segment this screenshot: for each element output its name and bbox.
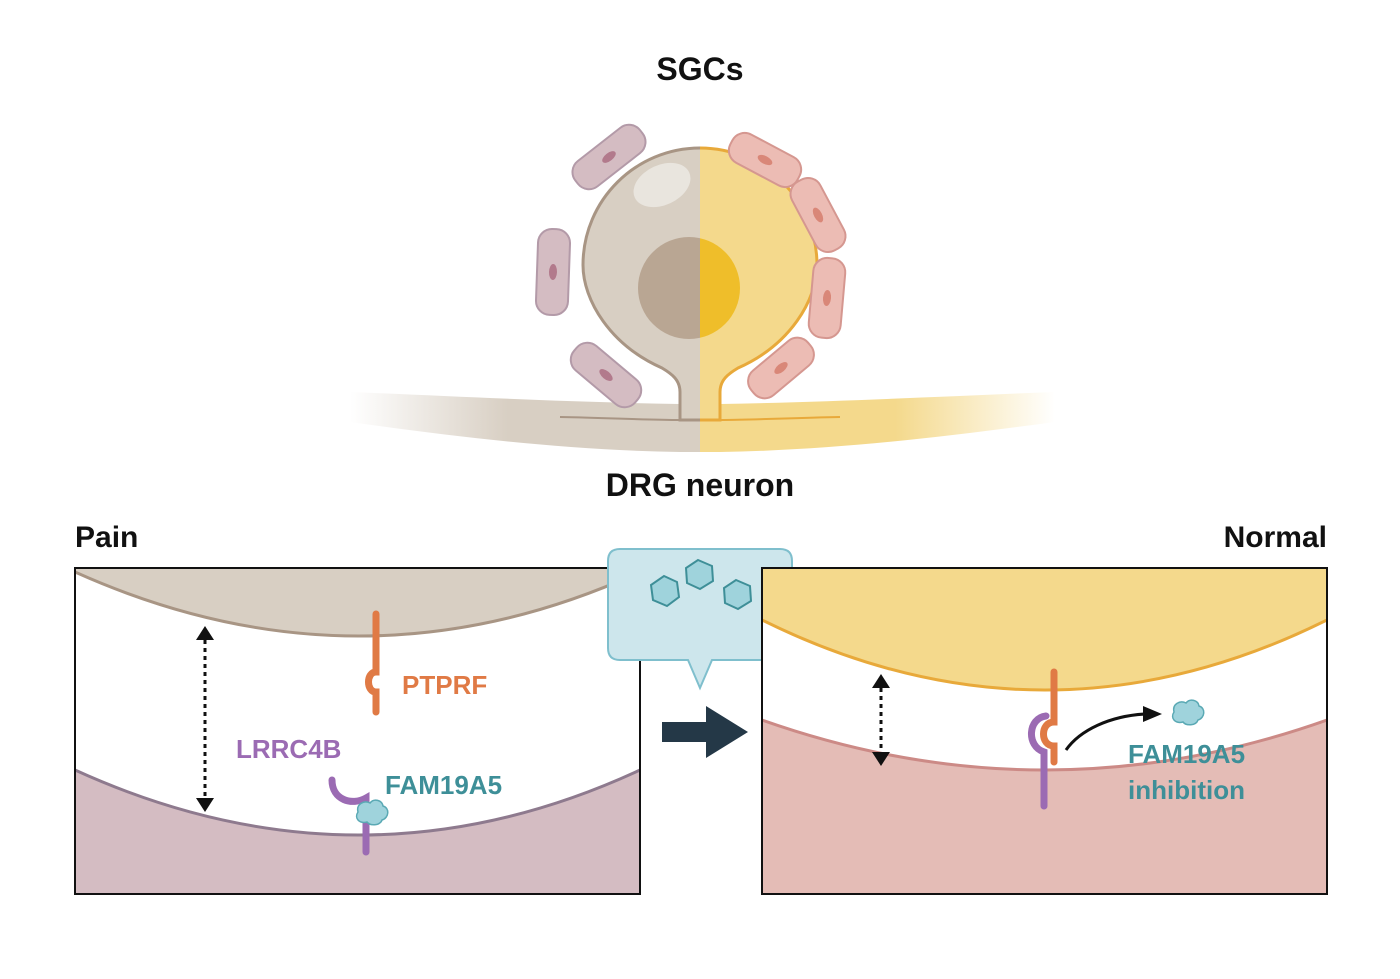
pain-sgc-membrane — [75, 770, 640, 894]
sgcs-label: SGCs — [656, 51, 743, 87]
pain-gap-arrow — [196, 626, 214, 812]
pain-panel — [75, 568, 640, 894]
release-arrowhead — [1143, 706, 1162, 722]
soma-highlight — [633, 162, 691, 208]
normal-ptprf-receptor — [1040, 668, 1058, 766]
sgc-normal-2 — [789, 176, 847, 254]
pain-panel-border — [74, 567, 641, 895]
drg-neuron-label: DRG neuron — [606, 467, 794, 503]
normal-panel-border — [761, 567, 1328, 895]
drug-molecule-3 — [722, 578, 753, 611]
pain-label: Pain — [75, 521, 138, 554]
soma-pain-half — [581, 146, 700, 422]
fam19a5-inhibition-line1: FAM19A5 — [1128, 739, 1245, 769]
lrrc4b-receptor — [328, 776, 370, 856]
drug-molecule-2 — [684, 558, 715, 591]
fam19a5-blob — [355, 799, 389, 826]
axon-left-edge — [559, 416, 681, 421]
ptprf-receptor — [365, 610, 380, 716]
sgc-pain-1 — [571, 123, 647, 191]
axon-right — [700, 392, 1055, 452]
normal-lrrc4b-receptor — [1028, 712, 1050, 810]
normal-panel — [762, 568, 1327, 894]
fam19a5-label: FAM19A5 — [385, 770, 502, 800]
axon-right-edge — [719, 416, 841, 421]
sgc-pain-3 — [569, 341, 643, 409]
drug-callout — [607, 548, 793, 691]
lrrc4b-label: LRRC4B — [236, 734, 341, 764]
normal-neuron-membrane — [762, 568, 1327, 690]
soma-normal-half — [700, 146, 819, 422]
drug-molecule-1 — [649, 574, 681, 608]
normal-label: Normal — [1224, 521, 1327, 554]
fam19a5-inhibition-line2: inhibition — [1128, 775, 1245, 805]
sgc-normal-3 — [807, 256, 847, 340]
sgc-normal-1 — [727, 131, 803, 189]
transition-arrow — [662, 706, 748, 758]
ptprf-label: PTPRF — [402, 670, 487, 700]
sgc-normal-4 — [747, 336, 815, 400]
axon-left — [350, 392, 700, 452]
release-arrow — [1064, 712, 1146, 751]
normal-gap-arrow — [872, 674, 890, 766]
sgc-pain-2 — [534, 227, 572, 317]
released-fam19a5-blob — [1171, 699, 1205, 726]
